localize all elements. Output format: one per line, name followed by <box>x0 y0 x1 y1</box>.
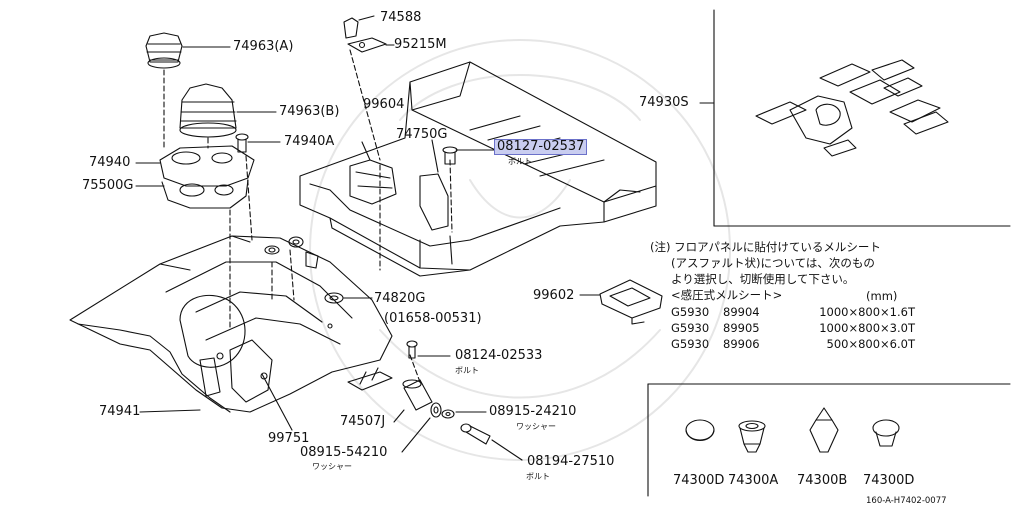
silencer-set-box <box>713 9 1011 227</box>
note-row-3-num: 89906 <box>723 337 760 351</box>
note-row-3-code: G5930 <box>671 337 710 351</box>
plugs-small <box>264 236 373 329</box>
label-74300d-1: 74300D <box>673 473 725 488</box>
label-08124-02533: 08124-02533 <box>455 348 543 363</box>
washer-08915-24210 <box>441 409 487 419</box>
label-74300a: 74300A <box>728 473 779 488</box>
shift-housing-74940 <box>135 145 255 209</box>
bolt-74940a <box>235 133 281 153</box>
collar-74507j <box>393 379 433 423</box>
leader-lines <box>139 102 715 431</box>
label-95215m: 95215M <box>394 37 447 52</box>
note-line-1: (注) フロアパネルに貼付けているメルシート <box>650 240 881 254</box>
label-99751: 99751 <box>268 431 310 446</box>
label-99602: 99602 <box>533 288 575 303</box>
bolt-08124-02533 <box>406 340 451 359</box>
clips-box <box>647 383 1011 497</box>
label-74750g: 74750G <box>396 127 448 142</box>
label-74300b: 74300B <box>797 473 848 488</box>
bracket-74588 <box>343 15 395 53</box>
label-08127-sub: ボルト <box>508 157 532 166</box>
boot-74963b <box>179 83 277 138</box>
bracket-74507j-mount <box>347 367 393 391</box>
label-08124-sub: ボルト <box>455 366 479 375</box>
bolt-08194-27510 <box>460 423 523 461</box>
label-74940: 74940 <box>89 155 131 170</box>
label-74941: 74941 <box>99 404 141 419</box>
figure-code: 160-A-H7402-0077 <box>866 496 947 506</box>
note-line-4: <感圧式メルシート> <box>671 288 783 302</box>
label-08915-24210: 08915-24210 <box>489 404 577 419</box>
watermark <box>309 39 731 461</box>
label-74588: 74588 <box>380 10 422 25</box>
washer-08915-54210 <box>401 402 442 453</box>
label-08194-27510: 08194-27510 <box>527 454 615 469</box>
note-row-1: G5930 89904 1000×800×1.6T <box>671 305 915 320</box>
bolt-08127-02537 <box>442 146 495 165</box>
note-row-3: G5930 89906 500×800×6.0T <box>671 337 915 352</box>
label-74930s: 74930S <box>639 95 689 110</box>
label-08127-02537: 08127-02537 <box>493 139 588 155</box>
label-74940a: 74940A <box>284 134 335 149</box>
note-row-1-num: 89904 <box>723 305 760 319</box>
label-74820g-alt: (01658-00531) <box>384 311 482 326</box>
label-08915-54210-sub: ワッシャー <box>312 462 352 471</box>
note-row-1-size: 1000×800×1.6T <box>819 305 915 319</box>
label-74300d-2: 74300D <box>863 473 915 488</box>
label-08194-sub: ボルト <box>526 472 550 481</box>
label-74820g: 74820G <box>374 291 426 306</box>
note-row-2-num: 89905 <box>723 321 760 335</box>
label-08915-24210-sub: ワッシャー <box>516 422 556 431</box>
note-line-3: より選択し、切断使用して下さい。 <box>671 272 855 286</box>
note-row-1-code: G5930 <box>671 305 710 319</box>
label-75500g: 75500G <box>82 178 134 193</box>
note-unit: (mm) <box>866 289 898 303</box>
label-74963b: 74963(B) <box>279 104 340 119</box>
note-row-2-size: 1000×800×3.0T <box>819 321 915 335</box>
label-74963a: 74963(A) <box>233 39 294 54</box>
label-99604: 99604 <box>363 97 405 112</box>
note-row-3-size: 500×800×6.0T <box>826 337 916 351</box>
boot-74963a <box>145 32 231 69</box>
note-row-2: G5930 89905 1000×800×3.0T <box>671 321 915 336</box>
note-line-2: (アスファルト状)については、次のもの <box>671 256 875 270</box>
label-74507j: 74507J <box>340 414 386 429</box>
rear-floor-panel <box>299 61 657 277</box>
label-08915-54210: 08915-54210 <box>300 445 388 460</box>
bracket-99602 <box>579 279 663 325</box>
note-row-2-code: G5930 <box>671 321 710 335</box>
guide-lines <box>163 49 453 383</box>
front-floor-panel <box>69 235 393 413</box>
